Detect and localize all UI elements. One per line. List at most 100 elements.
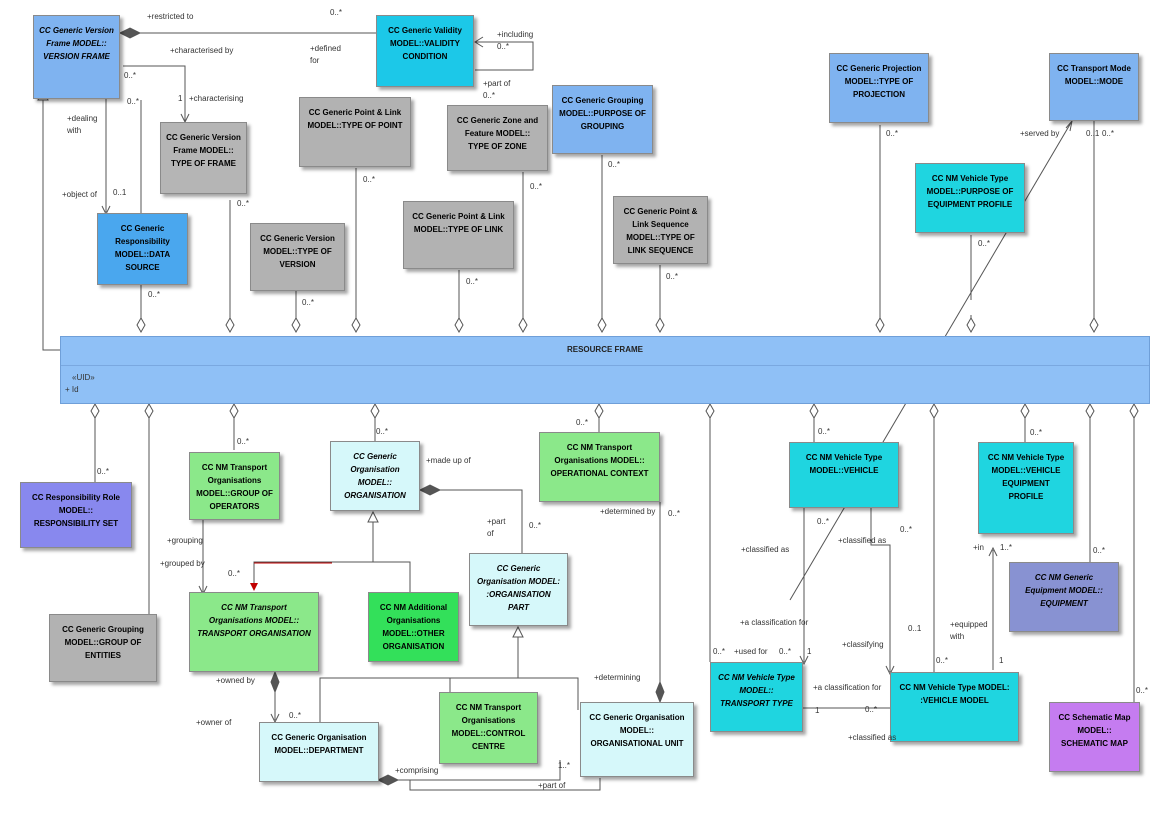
vep-line1: CC NM Vehicle Type [987,453,1065,462]
op-line2: Organisation MODEL: [476,577,561,586]
resource-frame-divider [61,365,1149,366]
multiplicity-label: 0..1 [1086,129,1100,138]
tols-line1: CC Generic Point & [623,207,698,216]
role-label: with [67,126,82,135]
multiplicity-label: 0..* [886,129,899,138]
multiplicity-label: 0..* [466,277,479,286]
organisation-line2: Organisation [350,465,400,474]
type-of-point-line2: MODEL::TYPE OF POINT [307,121,403,130]
poep-line1: CC NM Vehicle Type [931,174,1009,183]
ou-line3: ORGANISATIONAL UNIT [590,739,684,748]
multiplicity-label: 0..* [497,42,510,51]
multiplicity-label: 0..* [817,517,830,526]
role-label: +owner of [196,718,232,727]
organisation-line4: ORGANISATION [344,491,406,500]
multiplicity-label: 0..* [666,272,679,281]
poep-line2: MODEL::PURPOSE OF [926,187,1014,196]
multiplicity-label: 0..* [237,437,250,446]
mode-line1: CC Transport Mode [1057,64,1131,73]
role-label: +in [973,543,984,552]
role-label: +owned by [216,676,255,685]
sm-line2: MODEL:: [1077,726,1112,735]
vehicle-line2: MODEL::VEHICLE [809,466,879,475]
vehicle-model-class[interactable]: CC NM Vehicle Type MODEL::VEHICLE MODEL [890,672,1019,742]
role-label: +a classification for [813,683,882,692]
data-source-line3: MODEL::DATA [114,250,171,259]
multiplicity-label: 1 [178,94,183,103]
poep-line3: EQUIPMENT PROFILE [927,200,1013,209]
multiplicity-label: 0..* [818,427,831,436]
tols-line4: LINK SEQUENCE [627,246,694,255]
multiplicity-label: 0..* [529,521,542,530]
role-label: +part of [483,79,511,88]
equipment-line1: CC NM Generic [1034,573,1094,582]
to-line2: Organisations MODEL:: [208,616,300,625]
multiplicity-label: 1..* [1000,543,1013,552]
vep-line3: EQUIPMENT [1002,479,1050,488]
role-label: +object of [62,190,97,199]
resource-frame-class[interactable]: RESOURCE FRAME «UID» + Id [60,336,1150,404]
cc-line4: CENTRE [472,742,505,751]
responsibility-set-line3: RESPONSIBILITY SET [33,519,119,528]
multiplicity-label: 0..* [936,656,949,665]
multiplicity-label: 0..1 [908,624,922,633]
multiplicity-label: 0..* [148,290,161,299]
role-label: +classified as [848,733,897,742]
goo-line4: OPERATORS [209,502,260,511]
multiplicity-label: 0..* [1136,686,1149,695]
role-label: +comprising [395,766,439,775]
oc-line1: CC NM Transport [566,443,633,452]
multiplicity-label: 0..* [289,711,302,720]
multiplicity-label: 0..* [97,467,110,476]
role-label: +part of [538,781,566,790]
role-label: with [950,632,965,641]
multiplicity-label: 1 [999,656,1004,665]
role-label: +served by [1020,129,1060,138]
purpose-of-grouping-line2: MODEL::PURPOSE OF [559,109,646,118]
type-of-frame-line1: CC Generic Version [166,133,241,142]
oo-line3: MODEL::OTHER [382,629,445,638]
role-label: +a classification for [740,618,809,627]
sm-line1: CC Schematic Map [1058,713,1131,722]
vm-line2: :VEHICLE MODEL [920,696,989,705]
dept-line1: CC Generic Organisation [271,733,367,742]
multiplicity-label: 0..* [124,71,137,80]
purpose-of-grouping-line1: CC Generic Grouping [561,96,644,105]
multiplicity-label: 0..* [978,239,991,248]
vep-line2: MODEL::VEHICLE [991,466,1061,475]
role-label: +classified as [741,545,790,554]
data-source-line2: Responsibility [115,237,170,246]
tt-line2: MODEL:: [739,686,774,695]
dept-line2: MODEL::DEPARTMENT [274,746,364,755]
